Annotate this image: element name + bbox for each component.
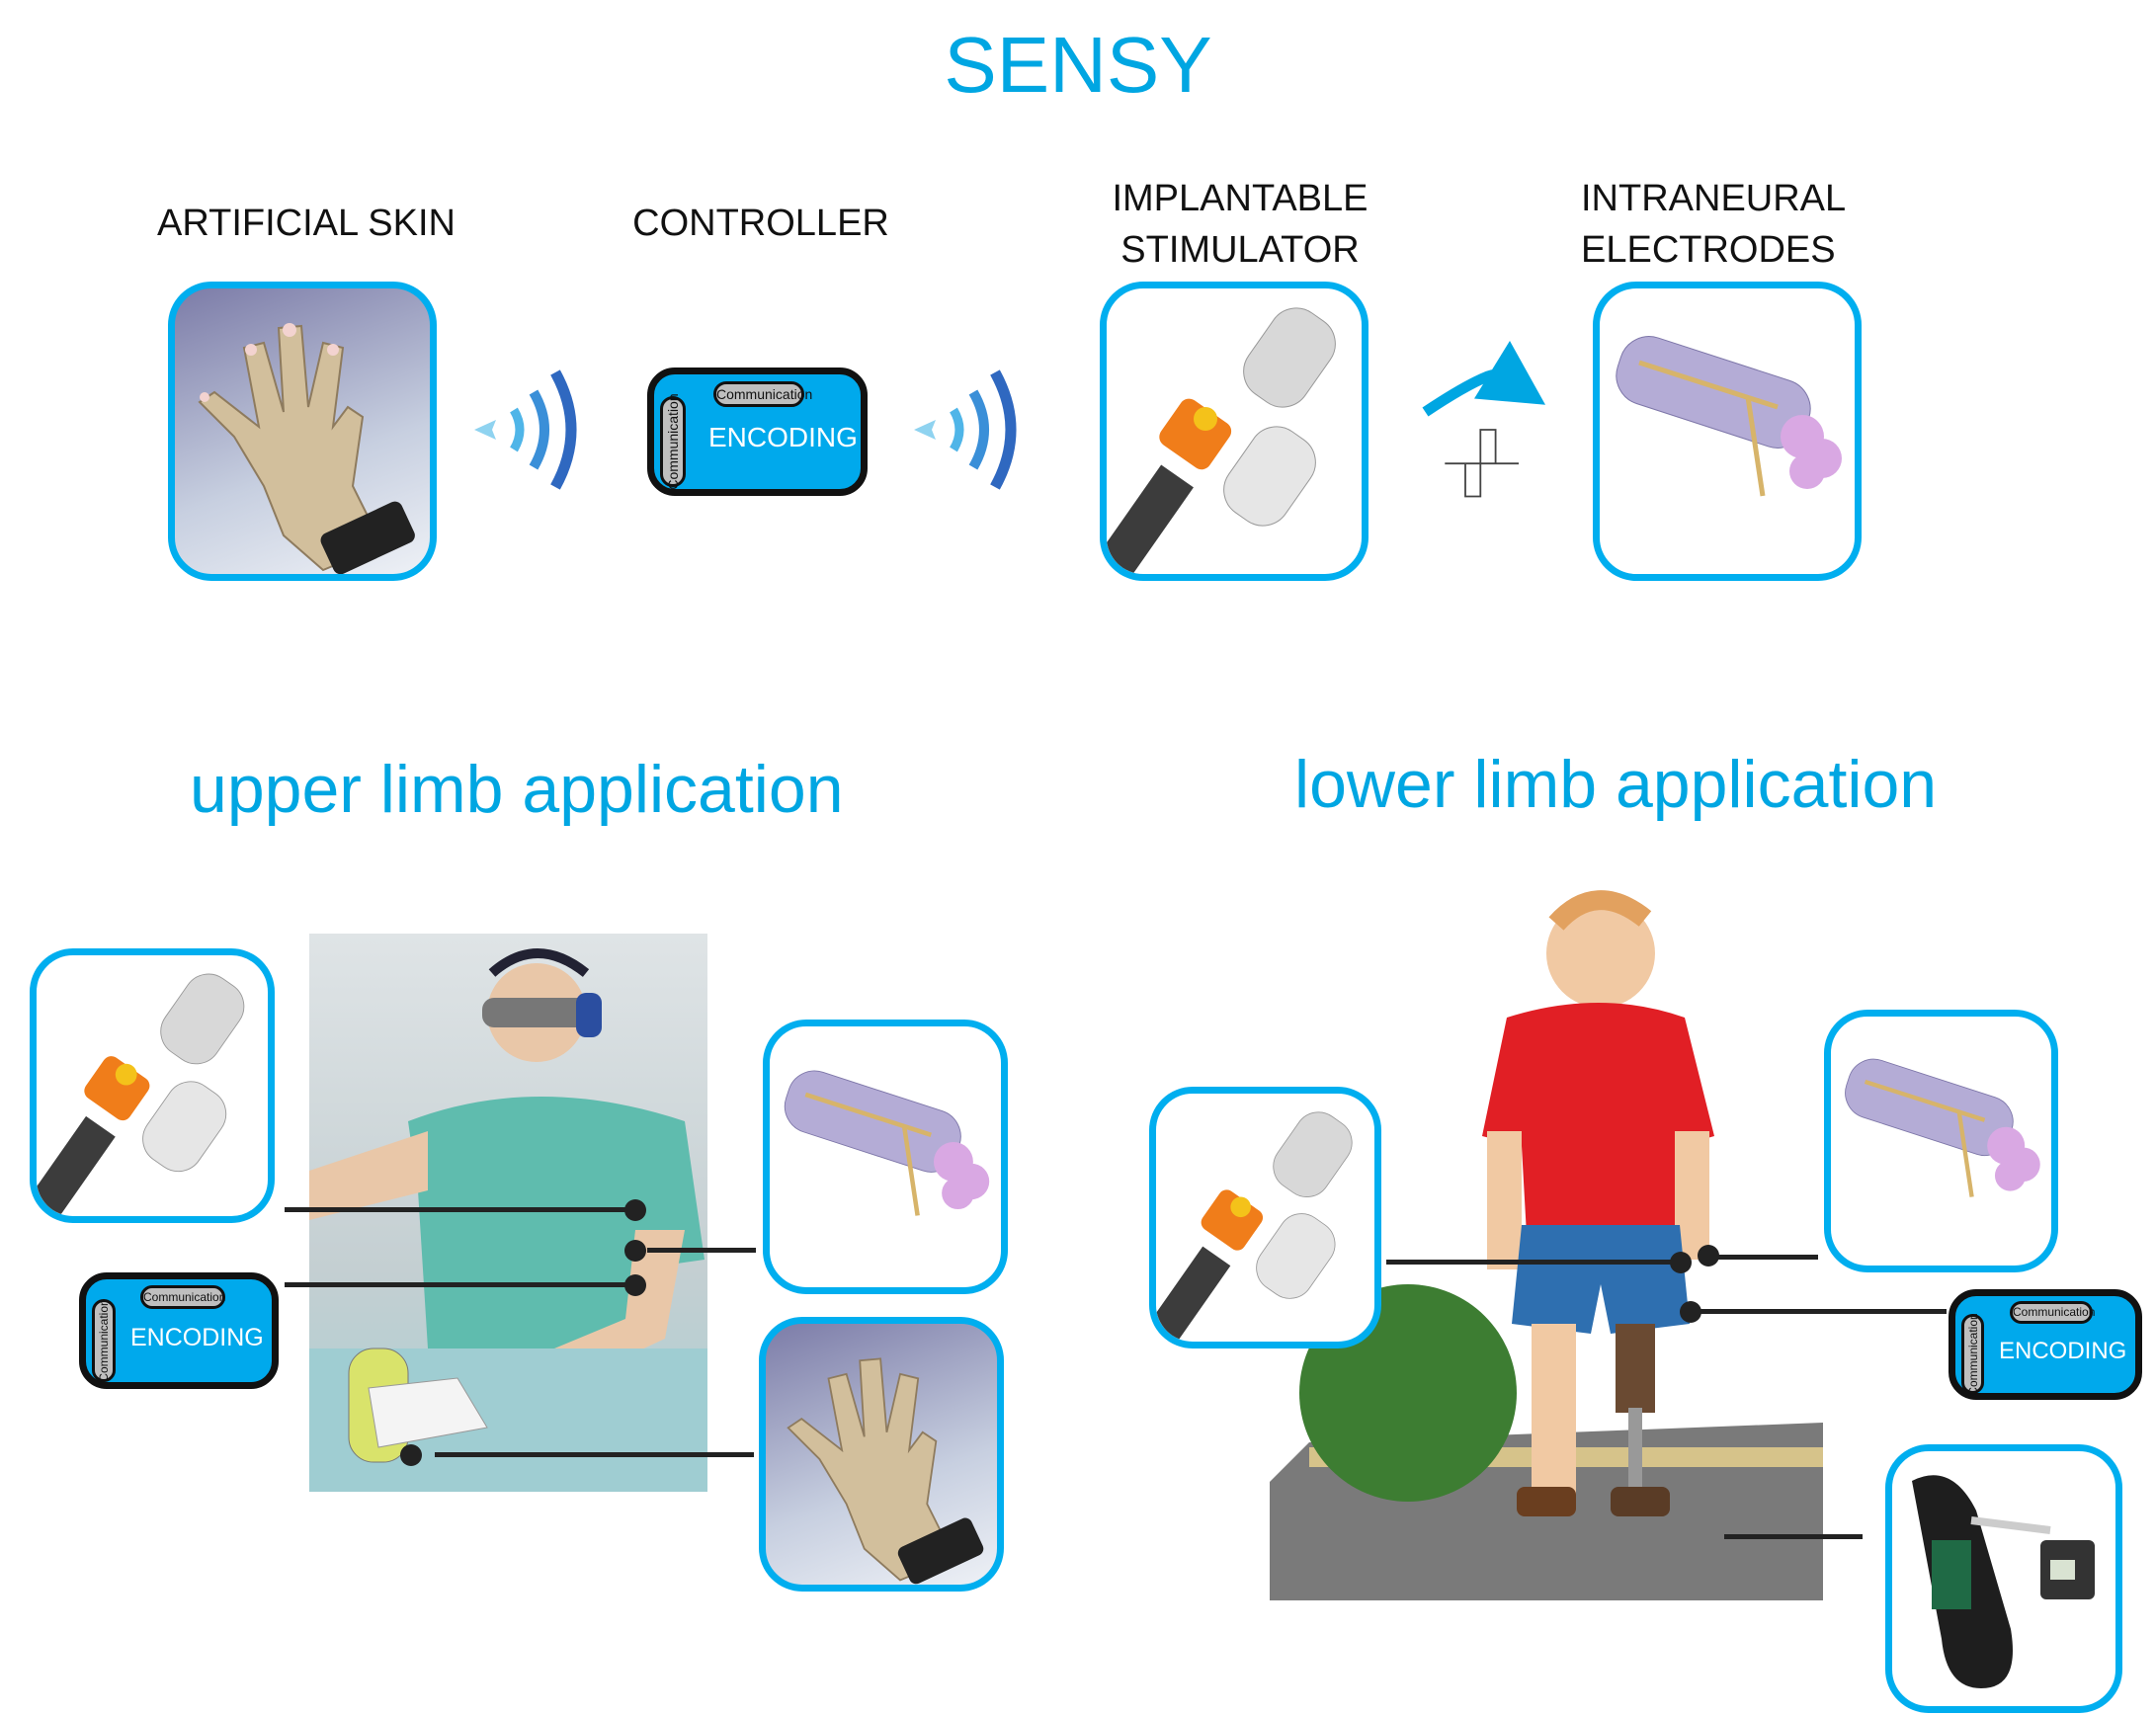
connector-line bbox=[435, 1452, 754, 1457]
connector-dot bbox=[1670, 1252, 1692, 1273]
stage-label-line: STIMULATOR bbox=[1120, 229, 1360, 271]
communication-pill-side: Communication bbox=[92, 1299, 116, 1382]
sensor-glove-icon bbox=[787, 1357, 984, 1585]
connector-line bbox=[647, 1248, 756, 1253]
connector-line bbox=[1700, 1309, 1947, 1314]
sensor-glove-icon bbox=[198, 323, 415, 574]
intraneural-electrode-image bbox=[1593, 282, 1862, 581]
stage-label-controller: CONTROLLER bbox=[632, 203, 889, 244]
connector-dot bbox=[624, 1240, 646, 1262]
communication-pill-side: Communication bbox=[660, 393, 686, 490]
connector-line bbox=[1386, 1260, 1683, 1265]
encoding-label: ENCODING bbox=[708, 422, 858, 452]
connector-dot bbox=[1698, 1245, 1719, 1267]
communication-pill-top: Communication bbox=[140, 1285, 225, 1309]
stimulation-arrow-icon bbox=[1422, 341, 1545, 498]
connector-line bbox=[285, 1282, 635, 1287]
stage-label-line: INTRANEURAL bbox=[1581, 178, 1847, 219]
implantable-stimulator-icon bbox=[1156, 1111, 1353, 1342]
artificial-skin-image bbox=[168, 282, 437, 581]
biphasic-pulse-icon bbox=[1445, 429, 1519, 498]
lower-electrode-image bbox=[1824, 1010, 2058, 1272]
sensorized-insole-icon bbox=[1912, 1475, 2095, 1688]
encoding-controller: Communication Communication ENCODING bbox=[647, 368, 868, 496]
upper-glove-image bbox=[759, 1317, 1004, 1592]
implantable-stimulator-icon bbox=[37, 973, 245, 1216]
lower-encoding-controller: Communication Communication ENCODING bbox=[1949, 1289, 2142, 1400]
stage-label-artificial-skin: ARTIFICIAL SKIN bbox=[157, 203, 456, 244]
stage-label-line: ELECTRODES bbox=[1581, 229, 1836, 271]
communication-pill-top: Communication bbox=[2010, 1301, 2095, 1324]
wireless-signal-icon bbox=[474, 369, 577, 490]
implantable-stimulator-icon bbox=[1107, 307, 1336, 574]
lower-limb-heading: lower limb application bbox=[1294, 747, 1938, 822]
connector-dot bbox=[624, 1274, 646, 1296]
connector-dot bbox=[624, 1199, 646, 1221]
stage-label-implantable-stimulator: IMPLANTABLE STIMULATOR bbox=[1087, 173, 1393, 276]
communication-pill-side: Communication bbox=[1961, 1313, 1984, 1395]
upper-limb-patient-illustration bbox=[309, 934, 707, 1492]
lower-limb-walker-illustration bbox=[1270, 869, 1823, 1600]
intraneural-electrode-icon bbox=[784, 1070, 990, 1216]
upper-limb-heading: upper limb application bbox=[190, 752, 844, 827]
upper-encoding-controller: Communication Communication ENCODING bbox=[79, 1272, 279, 1389]
implantable-stimulator-image bbox=[1100, 282, 1368, 581]
wireless-signal-icon bbox=[914, 369, 1017, 490]
stage-label-line: IMPLANTABLE bbox=[1112, 178, 1368, 219]
sensorized-insole-image bbox=[1885, 1444, 2122, 1713]
upper-stimulator-image bbox=[30, 948, 275, 1223]
lower-stimulator-image bbox=[1149, 1087, 1381, 1348]
upper-electrode-image bbox=[763, 1020, 1008, 1294]
diagram-title: SENSY bbox=[944, 21, 1212, 109]
connector-line bbox=[1724, 1534, 1863, 1539]
encoding-label: ENCODING bbox=[1999, 1338, 2127, 1364]
amputee-walker-icon bbox=[1270, 890, 1823, 1600]
communication-pill-top: Communication bbox=[713, 381, 812, 407]
intraneural-electrode-icon bbox=[1845, 1058, 2040, 1197]
encoding-label: ENCODING bbox=[130, 1324, 264, 1351]
intraneural-electrode-icon bbox=[1616, 336, 1842, 497]
patient-with-headphones-icon bbox=[309, 948, 707, 1492]
connector-dot bbox=[1680, 1301, 1701, 1323]
connector-dot bbox=[400, 1444, 422, 1466]
connector-line bbox=[285, 1207, 635, 1212]
connector-line bbox=[1714, 1255, 1818, 1260]
stage-label-intraneural-electrodes: INTRANEURAL ELECTRODES bbox=[1581, 173, 1877, 276]
